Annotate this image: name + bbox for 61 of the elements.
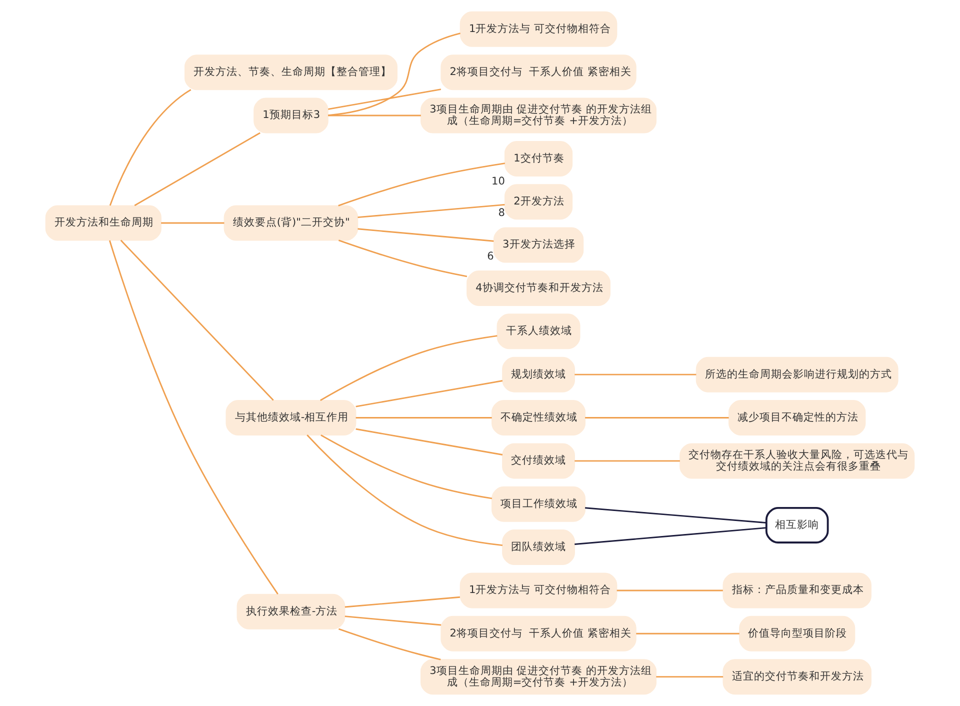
connector (320, 335, 498, 401)
node-box: 4协调交付节奏和开发方法 (466, 270, 610, 306)
connector (338, 240, 468, 278)
node-box: 3开发方法选择 (493, 227, 584, 263)
connector (616, 590, 723, 592)
connector (358, 228, 494, 242)
connector (358, 204, 505, 218)
node-box: 3项目生命周期由 促进交付节奏 的开发方法组成（生命周期=交付节奏 +开发方法） (420, 98, 657, 134)
connector (344, 596, 460, 608)
connector (656, 676, 724, 678)
node-box: 2将项目交付与 干系人价值 紧密相关 (440, 616, 636, 652)
connector (636, 632, 740, 634)
node-box: 交付物存在干系人验收大量风险，可选迭代与交付绩效域的关注点会有很多重叠 (680, 443, 915, 479)
connector (574, 527, 766, 545)
connector (306, 434, 503, 546)
node-box: 3项目生命周期由 促进交付节奏 的开发方法组成（生命周期=交付节奏 +开发方法） (420, 659, 657, 695)
node-box: 规划绩效域 (502, 356, 575, 392)
node-box: 团队绩效域 (502, 530, 575, 566)
connector (134, 132, 260, 206)
connector (574, 460, 680, 462)
connector (585, 417, 729, 418)
node-box: 与其他绩效域-相互作用 (226, 400, 356, 436)
connector (344, 616, 442, 626)
connector (120, 240, 274, 401)
node-box: 1开发方法与 可交付物相符合 (460, 572, 618, 608)
connector (338, 162, 505, 206)
node-label: 6 (487, 250, 494, 262)
node-box: 不确定性绩效域 (492, 400, 586, 436)
node-box: 2开发方法 (504, 184, 573, 220)
node-box: 指标：产品质量和变更成本 (722, 572, 872, 608)
connector (585, 507, 766, 524)
node-box: 开发方法和生命周期 (45, 205, 162, 241)
connector (356, 428, 503, 456)
connector (161, 222, 224, 224)
node-box: 价值导向型项目阶段 (739, 616, 856, 652)
node-box: 绩效要点(背)"二开交协" (224, 205, 358, 241)
node-label: 10 (492, 175, 505, 188)
node-box: 开发方法、节奏、生命周期【整合管理】 (184, 54, 398, 90)
node-box: 所选的生命周期会影响进行规划的方式 (696, 356, 898, 392)
connector (338, 628, 441, 660)
connector (109, 89, 192, 206)
node-label: 8 (498, 207, 505, 220)
connector (328, 114, 421, 116)
connector (328, 32, 460, 116)
node-box: 1交付节奏 (504, 140, 573, 176)
node-box: 适宜的交付节奏和开发方法 (722, 659, 872, 695)
node-box: 执行效果检查-方法 (236, 594, 346, 630)
connector (320, 434, 492, 500)
node-box: 相互影响 (765, 507, 829, 544)
node-box: 1开发方法与 可交付物相符合 (460, 11, 618, 47)
connector (108, 240, 278, 594)
connector (328, 88, 442, 110)
node-box: 干系人绩效域 (496, 314, 580, 350)
node-box: 项目工作绩效域 (492, 486, 586, 522)
node-box: 减少项目不确定性的方法 (728, 400, 866, 436)
connector (356, 380, 503, 408)
node-box: 交付绩效域 (502, 443, 575, 479)
node-box: 2将项目交付与 干系人价值 紧密相关 (440, 54, 636, 90)
node-box: 1预期目标3 (254, 98, 328, 134)
connector (356, 417, 492, 418)
connector (574, 374, 696, 376)
